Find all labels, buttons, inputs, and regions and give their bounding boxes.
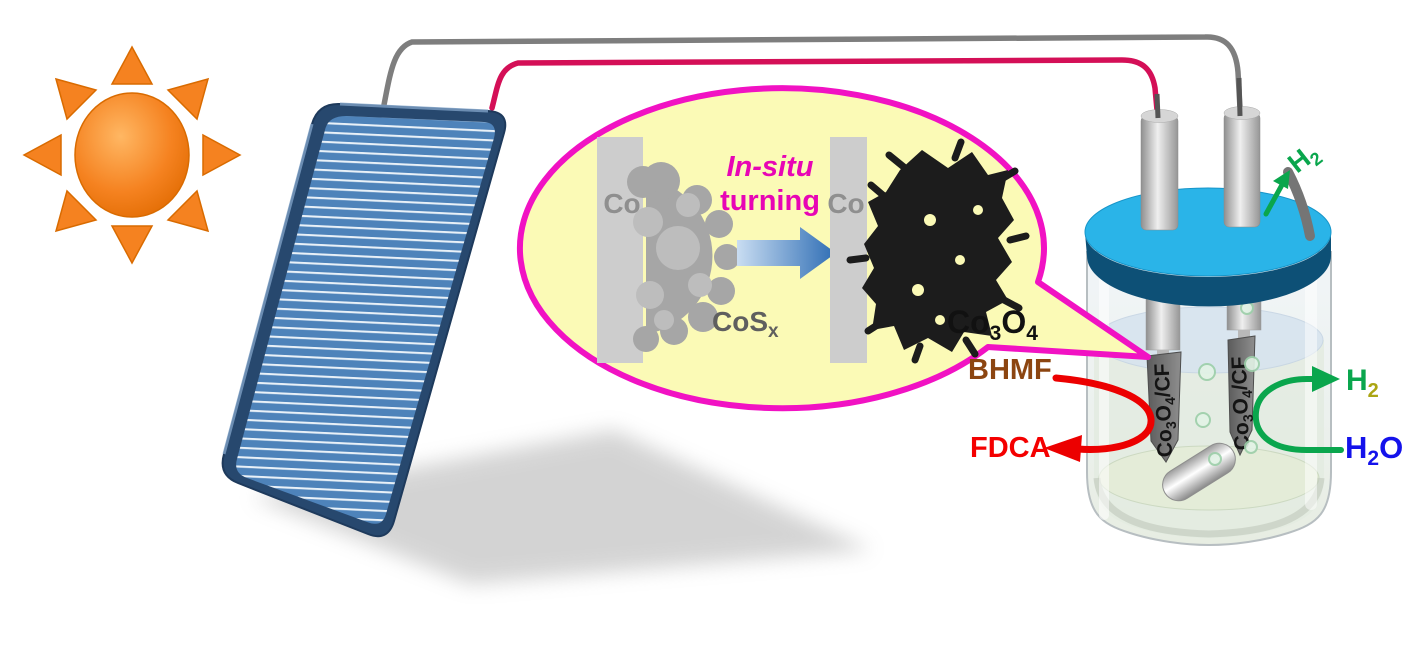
gap [955, 255, 965, 265]
co-bar-right [830, 137, 867, 363]
sun-ray [22, 133, 62, 177]
cosx-particle [654, 310, 674, 330]
bhmf-label: BHMF [968, 354, 1052, 386]
gap [973, 205, 983, 215]
her-arrow [1252, 376, 1344, 453]
speech-bubble: Co CoSx In-situ turning Co [516, 85, 1151, 412]
cosx-label: CoSx [712, 306, 779, 342]
nanowire [1000, 296, 1023, 312]
gap [924, 214, 936, 226]
cosx-bump [707, 277, 735, 305]
cosx-particle [676, 193, 700, 217]
wire-positive-tip [1154, 93, 1161, 119]
anode-label: Co3O4/CF [1151, 363, 1180, 458]
glass-highlight-left [1099, 262, 1109, 520]
wire-negative [380, 34, 1243, 113]
liquid-surface [1094, 306, 1324, 374]
cathode-neck [1238, 330, 1250, 339]
wire-positive [489, 57, 1160, 113]
her-arrowhead-icon [1312, 366, 1340, 392]
wire-negative-tip [1236, 77, 1243, 117]
gas-outlet-tube [1283, 167, 1315, 241]
co3o4-nanowire-cluster [846, 138, 1030, 364]
bubble [1244, 440, 1258, 454]
in-situ-label: In-situ [727, 151, 814, 183]
nanowire-strands [846, 138, 1030, 364]
h2-evolved-label: H2 [1346, 364, 1379, 402]
cosx-particle [633, 207, 663, 237]
sun-ray [202, 133, 242, 177]
h2-outlet-arrow-shaft [1263, 180, 1286, 217]
co-label-left: Co [603, 188, 640, 219]
solar-panel-cells [236, 116, 495, 524]
cosx-bump [714, 244, 740, 270]
oxidation-arrowhead-icon [1044, 435, 1082, 462]
bubble [1198, 363, 1216, 381]
cosx-particles [633, 193, 712, 330]
sun-rays [22, 45, 242, 265]
fdca-label: FDCA [970, 432, 1051, 464]
turning-label: turning [720, 185, 820, 217]
solar-panel-frame-highlight [222, 102, 489, 455]
cosx-particle [636, 281, 664, 309]
sun-icon [22, 45, 242, 265]
gas-bubbles [1195, 301, 1260, 466]
nanowire [962, 336, 979, 358]
solar-panel [221, 102, 507, 538]
sun-ray [166, 189, 210, 233]
nanowire [885, 151, 909, 172]
nanowire-gaps [912, 205, 983, 325]
nanowire [911, 342, 924, 364]
co-label-right: Co [827, 188, 864, 219]
nanowire [864, 318, 886, 335]
cathode-rod-upper [1223, 112, 1261, 228]
nanowire [867, 181, 888, 200]
bubble [1208, 452, 1222, 466]
nanowire [951, 138, 965, 162]
oxidation-arrow [1052, 374, 1155, 453]
electrolysis-cell: Co3O4/CF Co3O4/CF H2 [1084, 106, 1332, 547]
co3o4-electrode-sketch: Co [827, 137, 1038, 364]
sun-ray [166, 77, 210, 121]
cosx-bump [705, 210, 733, 238]
sun-body [74, 92, 190, 218]
cosx-bump [627, 166, 659, 198]
nanowire [996, 167, 1019, 184]
bubble [1195, 412, 1211, 428]
gap [912, 284, 924, 296]
h2-outlet-arrowhead-icon [1273, 170, 1290, 189]
lid-top [1084, 187, 1332, 277]
cosx-particle [688, 273, 712, 297]
sun-ray [110, 225, 154, 265]
transformation-arrow-icon [737, 227, 836, 279]
nanowire [1006, 232, 1030, 244]
nanowire [846, 254, 870, 264]
gap [935, 315, 945, 325]
sun-ray [54, 77, 98, 121]
bubble [1244, 356, 1260, 372]
sun-ray [54, 189, 98, 233]
cosx-electrode-sketch: Co CoSx [597, 137, 779, 363]
cosx-particle [656, 226, 700, 270]
anode-rod-upper [1140, 115, 1179, 231]
cosx-bump [688, 302, 718, 332]
cathode-label: Co3O4/CF [1228, 356, 1257, 451]
nanowire-mass [862, 150, 1014, 352]
lid-rim [1085, 233, 1331, 307]
co3o4-label: Co3O4 [947, 304, 1038, 345]
cosx-bump [633, 326, 659, 352]
h2o-label: H2O [1345, 430, 1403, 470]
sun-ray [110, 45, 154, 85]
